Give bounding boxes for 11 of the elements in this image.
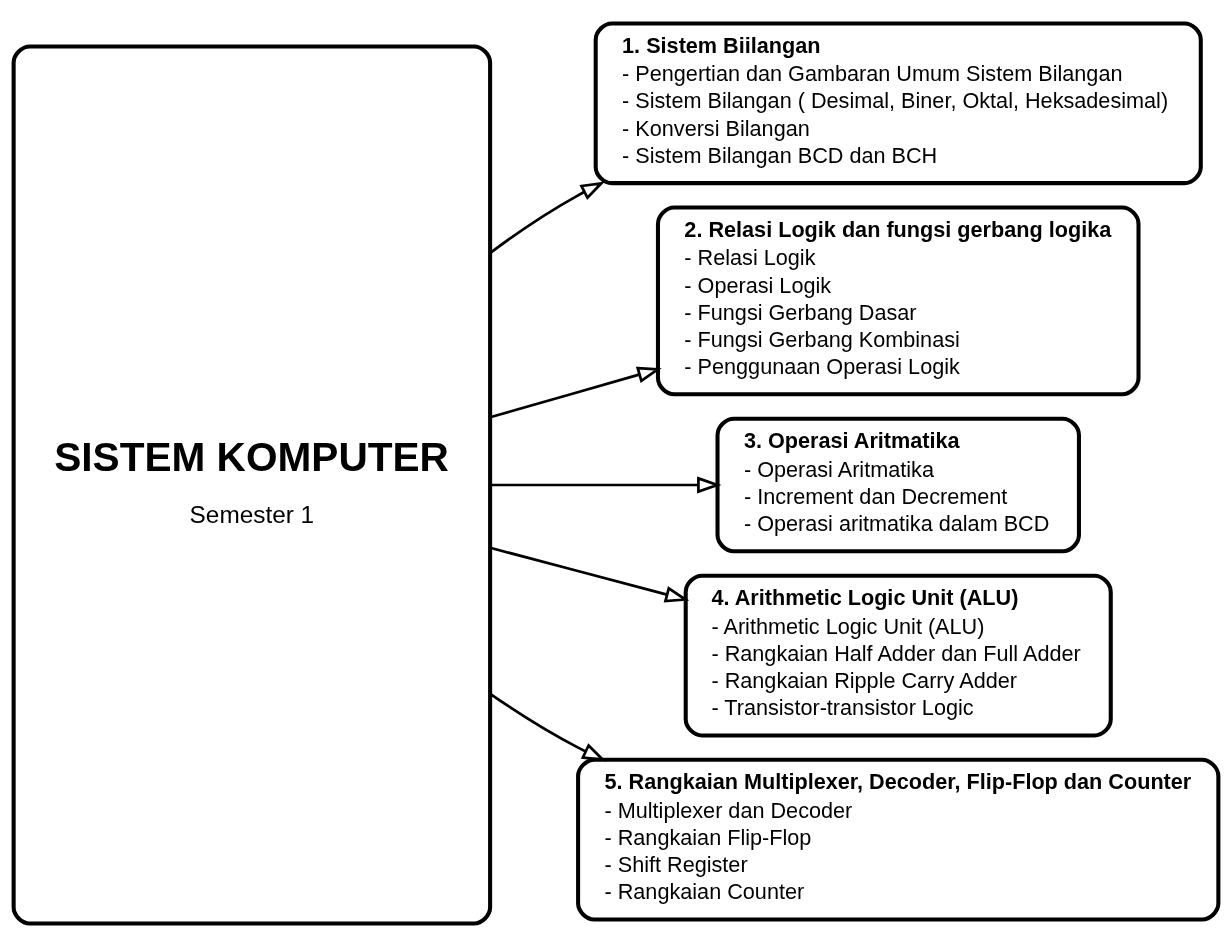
- arrow: [490, 476, 722, 494]
- node-box: SISTEM KOMPUTER Semester 1: [11, 44, 493, 926]
- arrow: [489, 546, 690, 603]
- arrow: [489, 692, 607, 762]
- node-box: 3. Operasi Aritmatika - Operasi Aritmatika - Increment dan Decrement - Operasi aritmatika dalam BCD: [715, 416, 1081, 554]
- node-box: 1. Sistem Biilangan - Pengertian dan Gambaran Umum Sistem Bilangan - Sistem Bilangan ( Desimal, Biner, Oktal, Heksadesimal) - Konversi Bilangan - Sistem Bilangan BCD dan BCH: [593, 21, 1203, 186]
- node-box: 5. Rangkaian Multiplexer, Decoder, Flip-Flop dan Counter - Multiplexer dan Decoder - Rangkaian Flip-Flop - Shift Register - Rangkaian Counter: [576, 757, 1221, 922]
- node-box: 2. Relasi Logik dan fungsi gerbang logika - Relasi Logik - Operasi Logik - Fungsi Gerbang Dasar - Fungsi Gerbang Kombinasi - Penggunaan Operasi Logik: [655, 205, 1141, 397]
- arrow: [489, 181, 606, 254]
- node-box: 4. Arithmetic Logic Unit (ALU) - Arithmetic Logic Unit (ALU) - Rangkaian Half Adder dan Full Adder - Rangkaian Ripple Carry Adder - Transistor-transistor Logic: [683, 573, 1113, 738]
- arrow: [489, 366, 662, 419]
